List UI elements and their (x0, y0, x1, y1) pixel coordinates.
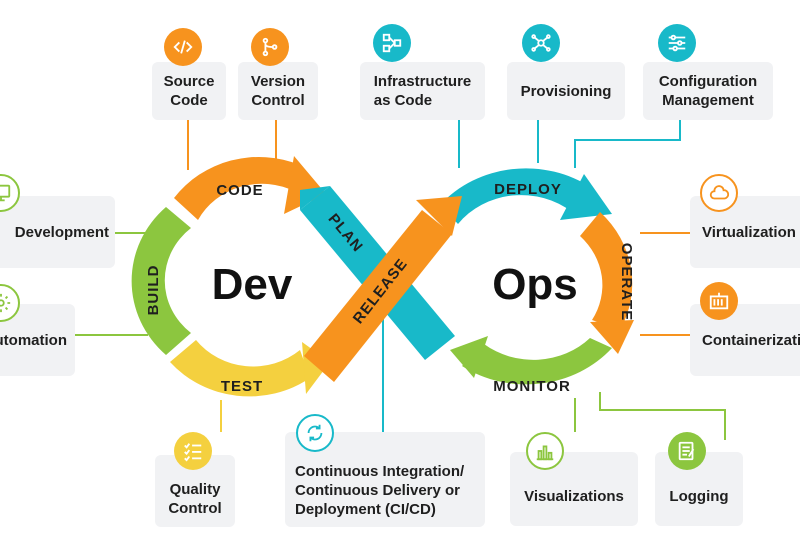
monitor-arrowhead (450, 336, 488, 378)
release-band (304, 210, 452, 382)
card-label: Quality Control (168, 481, 222, 517)
card-label: Continuous Integration/ Continuous Deliv… (295, 463, 465, 518)
container-icon (700, 282, 738, 320)
stage-code: CODE (216, 182, 263, 199)
card-version-control: Version Control (238, 62, 318, 120)
log-icon (668, 432, 706, 470)
dev-word: Dev (212, 260, 293, 309)
card-visualizations: Visualizations (510, 452, 638, 526)
sliders-icon (658, 24, 696, 62)
cloud-icon (700, 174, 738, 212)
connector-configuration (574, 120, 681, 168)
hub-icon (522, 24, 560, 62)
card-label: Virtualization (702, 223, 796, 241)
card-label: Logging (669, 487, 729, 505)
branch-icon (251, 28, 289, 66)
bar-chart-icon (526, 432, 564, 470)
operate-segment (580, 212, 633, 330)
card-infrastructure-as-code: Infrastructure as Code (360, 62, 485, 120)
release-arrowhead (416, 196, 462, 236)
code-arrowhead (284, 156, 326, 214)
card-label: Source Code (163, 73, 215, 109)
card-label: Provisioning (520, 82, 612, 100)
stage-operate: OPERATE (618, 243, 635, 321)
test-segment (170, 340, 310, 397)
stage-test: TEST (221, 378, 263, 395)
card-source-code: Source Code (152, 62, 226, 120)
checklist-icon (174, 432, 212, 470)
code-segment (174, 156, 300, 220)
card-configuration-management: Configuration Management (643, 62, 773, 120)
monitor-segment (462, 338, 612, 385)
card-label: Version Control (250, 73, 306, 109)
operate-arrowhead (590, 320, 634, 354)
card-label: Configuration Management (658, 73, 758, 109)
card-label: Infrastructure as Code (373, 73, 472, 109)
card-label: Development (14, 223, 109, 241)
card-label: Containerization (702, 331, 800, 349)
card-label: Automation (0, 331, 67, 349)
card-development: Development (0, 196, 115, 268)
ops-word: Ops (492, 260, 578, 309)
deploy-arrowhead (560, 174, 612, 220)
cycle-icon (296, 414, 334, 452)
stage-deploy: DEPLOY (494, 181, 562, 198)
code-icon (164, 28, 202, 66)
plan-arrowhead (300, 186, 330, 210)
network-icon (373, 24, 411, 62)
connector-logging (599, 392, 726, 440)
card-label: Visualizations (524, 487, 624, 505)
card-provisioning: Provisioning (507, 62, 625, 120)
build-segment (131, 207, 191, 355)
card-logging: Logging (655, 452, 743, 526)
deploy-segment (440, 168, 592, 224)
stage-build: BUILD (145, 265, 162, 316)
stage-monitor: MONITOR (493, 378, 571, 395)
